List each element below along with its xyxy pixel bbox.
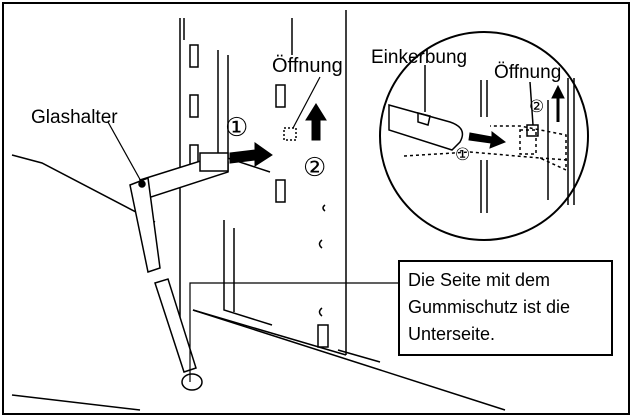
glass-holder-lower [154,278,203,391]
label-glass-holder: Glashalter [31,107,118,128]
main-arrows [229,103,327,167]
note-line-1: Die Seite mit dem [408,270,551,290]
note-line-2: Gummischutz ist die [408,297,571,317]
step-1-zoom: ① [455,145,471,165]
zoom-detail [388,65,575,213]
step-1-main: ① [225,113,249,143]
cabinet-edges [11,154,506,411]
note-line-3: Unterseite. [408,324,496,344]
leader-lines [107,76,398,382]
label-notch: Einkerbung [371,47,468,68]
zoom-arrows [468,84,565,149]
note-box: Die Seite mit dem Gummischutz ist die Un… [398,260,613,356]
label-opening-main: Öffnung [272,55,343,77]
shelf-rail [179,10,381,363]
label-opening-zoom: Öffnung [494,62,562,83]
lift-arrow [305,103,327,141]
step-2-main: ② [303,153,327,183]
glass-holder-upper [129,152,229,273]
step-2-zoom: ② [529,97,545,117]
push-arrow [229,142,273,167]
